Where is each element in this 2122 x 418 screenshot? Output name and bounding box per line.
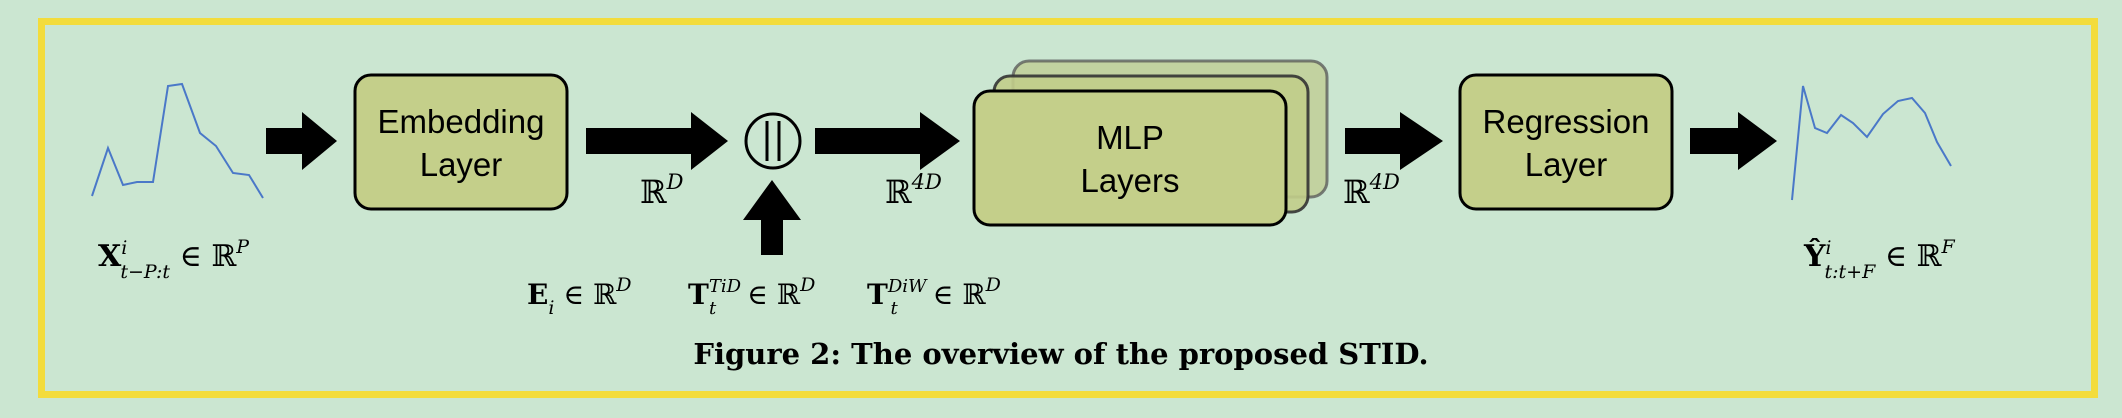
figure-caption: Figure 2: The overview of the proposed S… (693, 337, 1429, 371)
arrow-temporal-up (743, 180, 801, 255)
regression-label-line1: Regression (1483, 103, 1650, 140)
arrow-embedding-to-concat (586, 112, 728, 170)
mlp-dim-label: ℝ4D (1343, 170, 1400, 211)
output-series-icon (1791, 85, 1952, 201)
mlp-label-line2: Layers (1080, 162, 1179, 199)
embedding-dim-label: ℝD (640, 170, 684, 211)
figure-frame (38, 18, 2098, 398)
input-series-icon (91, 82, 264, 199)
concat-circle-icon (744, 112, 802, 170)
regression-label-line2: Layer (1525, 146, 1608, 183)
mlp-layer-block-front (972, 89, 1288, 227)
arrow-regression-to-output (1690, 112, 1777, 170)
regression-layer-block (1458, 73, 1674, 211)
embedding-label-line1: Embedding (378, 103, 545, 140)
arrow-input-to-embedding (266, 112, 337, 170)
embedding-label-line2: Layer (420, 146, 503, 183)
mlp-label-line1: MLP (1096, 119, 1164, 156)
spatial-embedding-formula: Ei ∈ ℝD (527, 274, 631, 319)
embedding-layer-block (353, 73, 569, 211)
arrow-mlp-to-regression (1345, 112, 1443, 170)
concat-dim-label: ℝ4D (885, 170, 942, 211)
arrow-concat-to-mlp (815, 112, 960, 170)
